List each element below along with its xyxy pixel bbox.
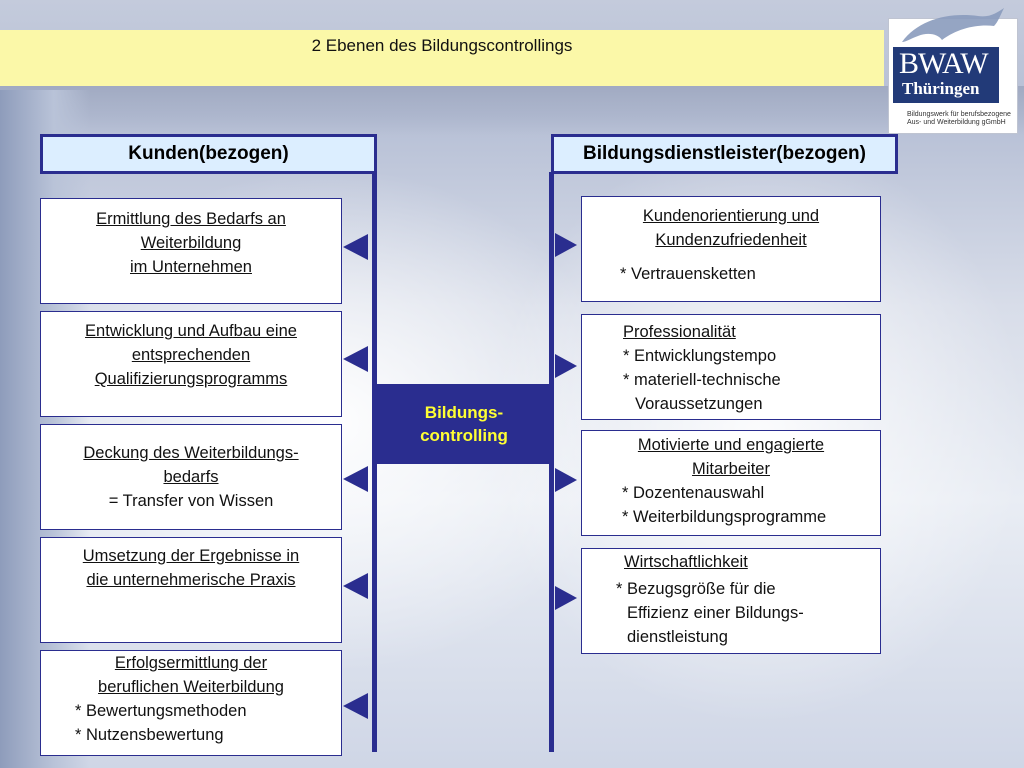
right-box-2: Professionalität * Entwicklungstempo * m…	[581, 314, 881, 420]
right-box-4: Wirtschaftlichkeit * Bezugsgröße für die…	[581, 548, 881, 654]
left-box-4-line-1: Umsetzung der Ergebnisse in	[82, 547, 300, 565]
background-top-band	[0, 86, 1024, 136]
title-band	[0, 30, 884, 86]
right-box-1: Kundenorientierung und Kundenzufriedenhe…	[581, 196, 881, 302]
left-box-1: Ermittlung des Bedarfs an Weiterbildung …	[40, 198, 342, 304]
right-box-2-line-4: Voraussetzungen	[635, 395, 763, 413]
right-box-3-line-1: Motivierte und engagierte	[637, 436, 825, 454]
right-box-4-line-1: Wirtschaftlichkeit	[624, 553, 748, 571]
left-box-5-line-3: * Bewertungsmethoden	[75, 702, 247, 720]
left-box-5-line-4: * Nutzensbewertung	[75, 726, 224, 744]
arrow-left-3	[343, 466, 368, 492]
left-box-4: Umsetzung der Ergebnisse in die unterneh…	[40, 537, 342, 643]
left-box-2-line-2: entsprechenden	[131, 346, 251, 364]
logo-sub-text: Thüringen	[902, 79, 980, 98]
arrow-left-5	[343, 693, 368, 719]
arrow-left-1	[343, 234, 368, 260]
center-bildungscontrolling: Bildungs- controlling	[376, 384, 552, 464]
left-box-5-line-1: Erfolgsermittlung der	[114, 654, 268, 672]
connector-line-left	[372, 172, 377, 752]
arrow-right-1	[555, 233, 577, 257]
bwaw-logo: BWAW Thüringen Bildungswerk für berufsbe…	[888, 18, 1018, 134]
logo-tagline-2: Aus- und Weiterbildung gGmbH	[907, 119, 1006, 126]
center-line-1: Bildungs-	[424, 403, 504, 422]
arrow-left-4	[343, 573, 368, 599]
left-box-2-line-1: Entwicklung und Aufbau eine	[85, 322, 297, 340]
right-box-4-line-3: Effizienz einer Bildungs-	[627, 604, 804, 622]
left-box-5-line-2: beruflichen Weiterbildung	[98, 678, 284, 696]
left-box-3-line-2: bedarfs	[163, 468, 219, 486]
left-box-3-line-3: = Transfer von Wissen	[108, 492, 274, 510]
logo-main-text: BWAW	[899, 47, 989, 80]
right-box-2-line-1: Professionalität	[623, 323, 736, 341]
left-box-1-line-3: im Unternehmen	[130, 258, 252, 276]
left-box-3: Deckung des Weiterbildungs- bedarfs = Tr…	[40, 424, 342, 530]
arrow-left-2	[343, 346, 368, 372]
logo-tagline-1: Bildungswerk für berufsbezogene	[907, 111, 1011, 118]
arrow-right-4	[555, 586, 577, 610]
right-box-2-line-3: * materiell-technische	[623, 371, 781, 389]
right-box-4-line-4: dienstleistung	[627, 628, 728, 646]
right-box-3-line-4: * Weiterbildungsprogramme	[622, 508, 827, 526]
right-box-1-line-1: Kundenorientierung und	[642, 207, 820, 225]
logo-badge: BWAW Thüringen	[893, 47, 999, 103]
left-box-1-line-2: Weiterbildung	[140, 234, 242, 252]
right-box-1-line-2: Kundenzufriedenheit	[655, 231, 807, 249]
left-box-4-line-2: die unternehmerische Praxis	[86, 571, 296, 589]
slide-title: 2 Ebenen des Bildungscontrollings	[311, 36, 573, 55]
right-box-4-line-2: * Bezugsgröße für die	[616, 580, 776, 598]
right-box-1-line-3: * Vertrauensketten	[620, 265, 756, 283]
left-box-2-line-3: Qualifizierungsprogramms	[94, 370, 288, 388]
left-box-3-line-1: Deckung des Weiterbildungs-	[83, 444, 299, 462]
left-box-1-line-1: Ermittlung des Bedarfs an	[96, 210, 286, 228]
center-line-2: controlling	[420, 426, 508, 445]
left-box-5: Erfolgsermittlung der beruflichen Weiter…	[40, 650, 342, 756]
header-customer: Kunden(bezogen)	[40, 134, 377, 174]
dolphin-icon	[902, 8, 1004, 42]
arrow-right-2	[555, 354, 577, 378]
arrow-right-3	[555, 468, 577, 492]
right-box-3-line-3: * Dozentenauswahl	[622, 484, 765, 502]
right-box-3-line-2: Mitarbeiter	[692, 460, 770, 478]
left-box-2: Entwicklung und Aufbau eine entsprechend…	[40, 311, 342, 417]
header-provider: Bildungsdienstleister(bezogen)	[551, 134, 898, 174]
right-box-3: Motivierte und engagierte Mitarbeiter * …	[581, 430, 881, 536]
right-box-2-line-2: * Entwicklungstempo	[623, 347, 777, 365]
